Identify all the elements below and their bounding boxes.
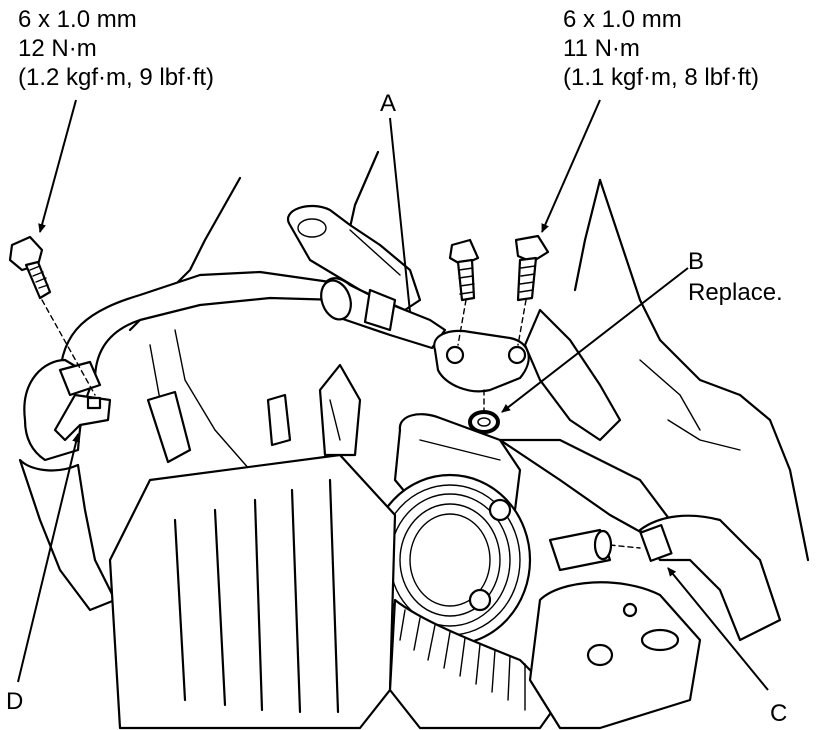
mounting-bracket bbox=[286, 205, 422, 312]
flange-bolt-left bbox=[8, 235, 52, 300]
right-bolt-torque: 11 N·m bbox=[563, 35, 640, 62]
o-ring-washer-b bbox=[468, 410, 500, 434]
lower-bracket bbox=[528, 581, 702, 730]
leader-b bbox=[501, 267, 689, 413]
callout-b-letter: B bbox=[688, 248, 705, 275]
flange-bolt-middle bbox=[448, 238, 480, 302]
callout-a-letter: A bbox=[380, 90, 397, 117]
leader-d bbox=[17, 433, 81, 683]
leader-left-bolt bbox=[38, 99, 77, 233]
leader-lines bbox=[17, 99, 769, 691]
leader-right-bolt bbox=[541, 99, 601, 233]
right-bolt-size: 6 x 1.0 mm bbox=[563, 6, 682, 33]
left-bolt-size: 6 x 1.0 mm bbox=[18, 6, 137, 33]
right-bolt-torque-alt: (1.1 kgf·m, 8 lbf·ft) bbox=[563, 64, 760, 91]
callout-d-letter: D bbox=[6, 688, 24, 715]
left-bolt-torque: 12 N·m bbox=[18, 35, 97, 62]
callout-c-letter: C bbox=[770, 700, 788, 727]
belt-cover bbox=[108, 363, 397, 730]
supply-hose-c bbox=[548, 514, 782, 642]
flange-bolt-right bbox=[514, 234, 550, 302]
corrugated-hose bbox=[388, 598, 562, 730]
left-bolt-torque-alt: (1.2 kgf·m, 9 lbf·ft) bbox=[18, 64, 215, 91]
leader-a bbox=[389, 117, 411, 313]
pressure-line-a bbox=[320, 277, 530, 393]
leader-c bbox=[667, 567, 769, 691]
callout-b-note: Replace. bbox=[688, 279, 783, 306]
